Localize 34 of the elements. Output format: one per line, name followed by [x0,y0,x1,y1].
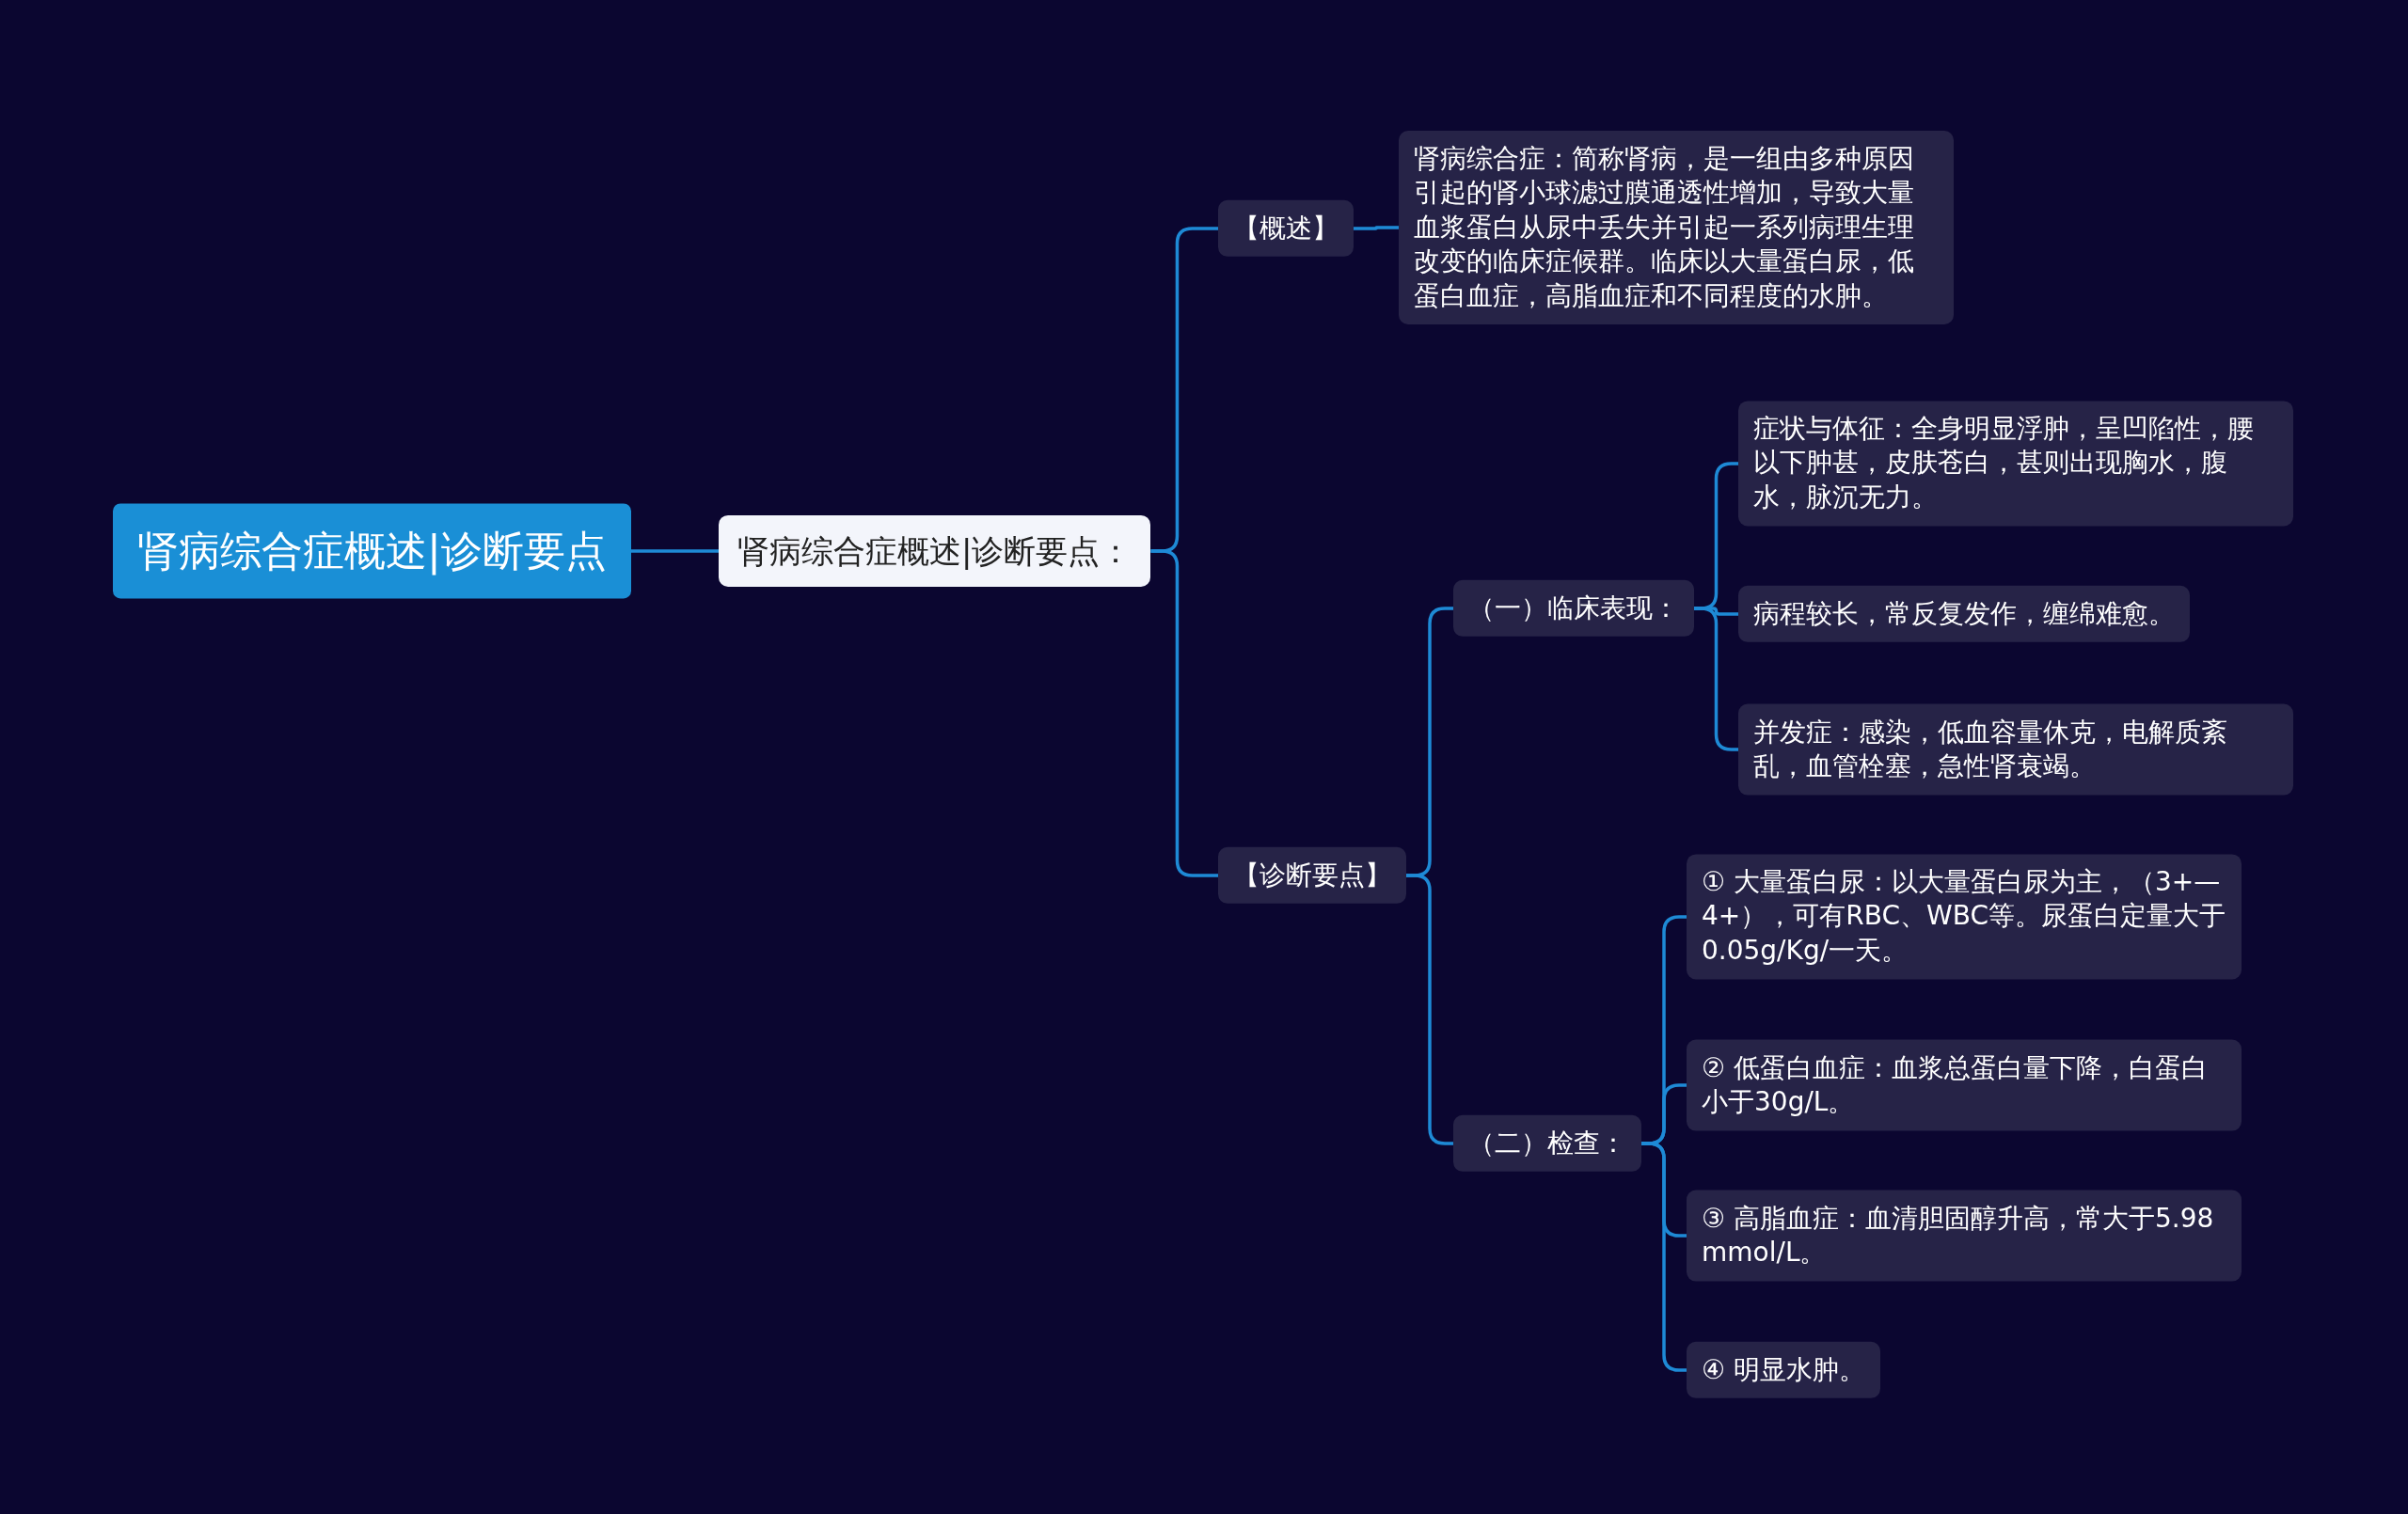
connector-line [1354,226,1399,230]
topic-text: 【诊断要点】 [1233,858,1391,892]
topic-text: （二）检查： [1468,1126,1626,1160]
connector-line [1641,1142,1687,1372]
topic-box [1218,846,1406,905]
topic-text: ① 大量蛋白尿：以大量蛋白尿为主，（3+—4+），可有RBC、WBC等。尿蛋白定量大于0.05g/Kg/一天。 [1702,865,2226,969]
topic-text: ③ 高脂血症：血清胆固醇升高，常大于5.98 mmol/L。 [1702,1201,2215,1270]
connector-line [1694,607,1738,751]
topic-box [1738,703,2293,796]
connector-line [1150,549,1218,877]
topic-box [719,514,1151,588]
topic-text: ② 低蛋白血症：血浆总蛋白量下降，白蛋白小于30g/L。 [1702,1050,2209,1119]
topic-text: 肾病综合症概述|诊断要点： [737,530,1133,572]
topic-text: 病程较长，常反复发作，缠绵难愈。 [1753,596,2175,631]
topic-text: 并发症：感染，低血容量休克，电解质紊乱，血管栓塞，急性肾衰竭。 [1753,715,2228,783]
topic-box [1738,585,2190,643]
topic-text: 肾病综合症：简称肾病，是一组由多种原因引起的肾小球滤过膜通透性增加，导致大量血浆蛋白从尿中丢失并引起一系列病理生理改变的临床症候群。临床以大量蛋白尿，低蛋白血症，高脂血症和不同程度的水肿。 [1414,142,1915,313]
topic-box [1687,854,2242,980]
topic-text: 症状与体征：全身明显浮肿，呈凹陷性，腰以下肿甚，皮肤苍白，甚则出现胸水，腹水，脉沉无力。 [1753,412,2255,515]
topic-text: 【概述】 [1233,211,1339,245]
topic-text: （一）临床表现： [1468,591,1679,625]
topic-box [1218,199,1354,258]
topic-box [1738,401,2293,527]
topic-text: 肾病综合症概述|诊断要点 [137,526,607,577]
topic-box [1687,1039,2242,1131]
topic-box [1687,1190,2242,1282]
topic-box [1453,1114,1641,1173]
topic-box [1687,1341,1880,1399]
topic-box [1453,579,1694,638]
topic-box [1399,131,1954,324]
connector-line [1406,874,1453,1145]
connector-line [630,549,719,553]
topic-text: ④ 明显水肿。 [1702,1352,1865,1387]
root-topic-box [113,503,631,599]
